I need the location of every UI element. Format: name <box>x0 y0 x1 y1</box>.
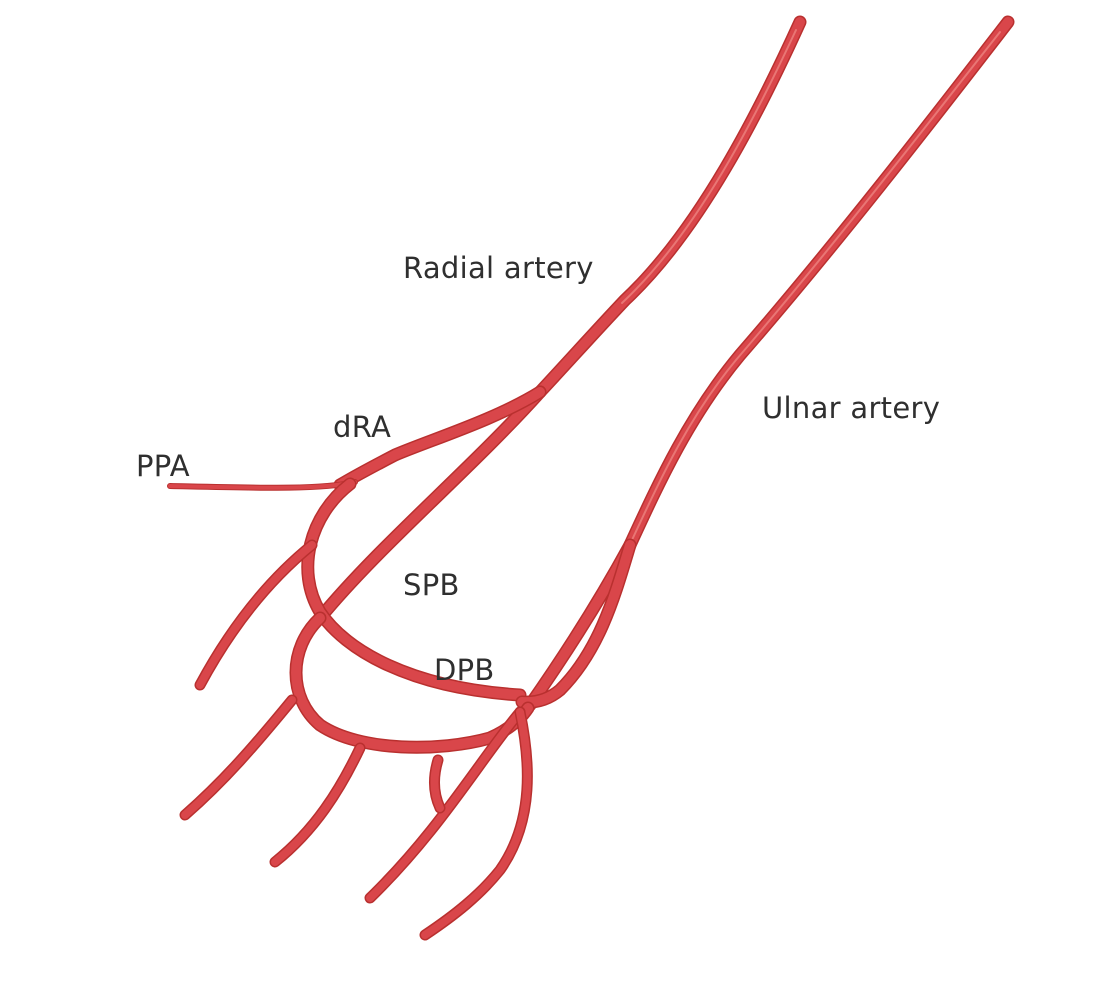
radial-artery <box>533 15 807 399</box>
ulnar-deep-loop-core <box>517 540 635 708</box>
digital-branches <box>179 694 533 941</box>
ppa-vessel <box>167 479 358 491</box>
digital-branch-3-core <box>366 708 524 902</box>
label-ppa: PPA <box>136 449 190 483</box>
label-dra: dRA <box>333 410 392 444</box>
label-dpb: DPB <box>434 653 495 687</box>
distal-radial-artery-core <box>335 387 545 490</box>
digital-branch-3-connector-core <box>430 756 444 812</box>
distal-radial-artery <box>333 385 547 492</box>
superficial-palmar-branch-core <box>315 387 545 623</box>
superficial-palmar-branch <box>313 385 547 625</box>
label-ulnar-artery: Ulnar artery <box>762 391 941 425</box>
thumb-branch-core <box>196 541 316 689</box>
digital-branch-4-core <box>421 708 532 939</box>
label-spb: SPB <box>403 568 460 602</box>
ulnar-deep-loop <box>515 538 637 709</box>
label-radial-artery: Radial artery <box>403 251 594 285</box>
ulnar-artery <box>523 15 1015 712</box>
ulnar-artery-highlight <box>631 31 1001 541</box>
digital-branch-1-core <box>181 696 296 819</box>
thumb-branch <box>194 539 318 691</box>
digital-branch-2-core <box>271 744 364 866</box>
radial-artery-highlight <box>621 29 797 304</box>
vessel-group <box>167 15 1015 941</box>
